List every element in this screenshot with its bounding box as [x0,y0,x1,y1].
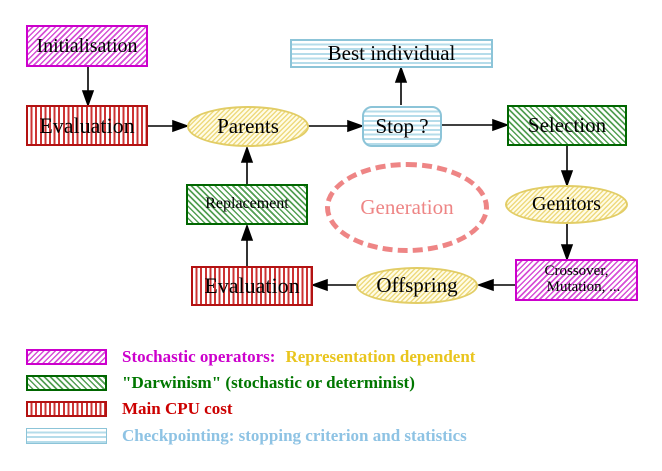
arrow-parents-to-stop [308,119,365,133]
legend-label-checkpointing: Checkpointing: stopping criterion and st… [122,426,467,445]
node-evaluation-top-label: Evaluation [39,112,135,138]
node-offspring-label: Offspring [376,273,458,298]
arrow-genitors-to-crossover [560,224,574,262]
node-evaluation-bottom-label: Evaluation [204,273,300,299]
arrow-evaluation-to-parents [147,119,190,133]
legend-label-cpu-cost: Main CPU cost [122,399,233,418]
arrow-selection-to-genitors [560,146,574,188]
node-selection-label: Selection [527,113,607,138]
legend-label-darwinism: "Darwinism" (stochastic or determinist) [122,373,415,392]
legend-label-representation-dependent: Representation dependent [285,347,476,366]
node-crossover-line1: Crossover, [544,263,609,280]
legend-row-darwinism: "Darwinism" (stochastic or determinist) [26,373,415,393]
arrow-initialisation-to-evaluation [81,66,95,108]
node-parents: Parents [187,106,309,147]
node-stop: Stop ? [362,106,442,147]
arrow-offspring-to-evaluation [310,278,356,292]
node-replacement-label: Replacement [205,195,289,213]
node-offspring: Offspring [356,267,478,304]
node-initialisation-label: Initialisation [36,34,138,57]
legend-row-cpu-cost: Main CPU cost [26,399,232,419]
arrow-evaluation-to-replacement [240,223,254,266]
node-best-individual-label: Best individual [327,41,456,66]
legend-swatch-cpu-cost [26,401,107,417]
node-genitors: Genitors [505,185,628,224]
legend-swatch-darwinism [26,375,107,391]
node-parents-label: Parents [217,114,279,139]
node-generation-loop: Generation [325,162,489,253]
node-initialisation: Initialisation [26,25,148,67]
node-selection: Selection [507,105,627,146]
node-evaluation-bottom: Evaluation [191,266,313,306]
legend-row-checkpointing: Checkpointing: stopping criterion and st… [26,426,467,446]
arrow-crossover-to-offspring [476,278,515,292]
node-generation-label: Generation [360,195,454,220]
arrow-stop-to-selection [442,118,510,132]
legend-row-stochastic: Stochastic operators: Representation depe… [26,347,475,367]
node-genitors-label: Genitors [532,193,601,215]
legend-label-stochastic-operators: Stochastic operators: [122,347,276,366]
legend-swatch-checkpointing [26,428,107,444]
node-crossover-mutation: Crossover, Mutation, ... [515,259,638,301]
arrow-stop-to-best-individual [394,65,408,105]
node-best-individual: Best individual [290,39,493,68]
node-crossover-line2: Mutation, ... [546,279,621,295]
node-replacement: Replacement [186,184,308,225]
node-evaluation-top: Evaluation [26,105,148,146]
legend-swatch-stochastic-operators [26,349,107,365]
arrow-replacement-to-parents [240,145,254,184]
node-stop-label: Stop ? [375,114,429,139]
